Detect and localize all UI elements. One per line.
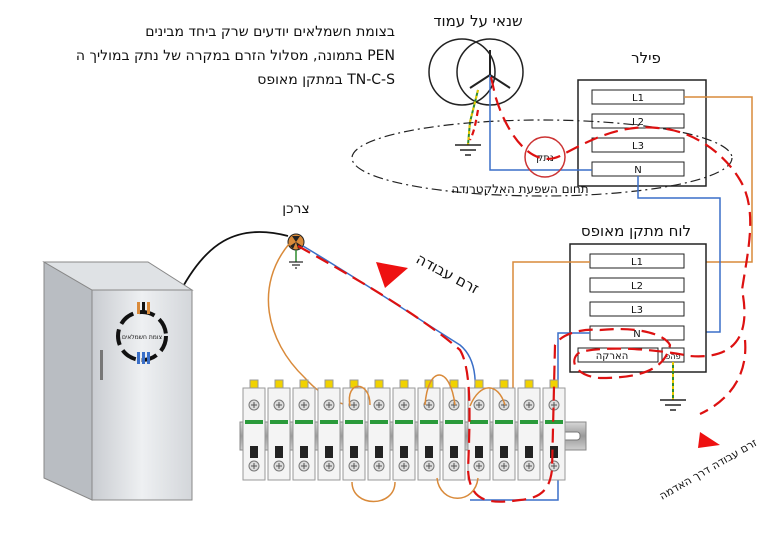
panel-terminal-l2: L2 [589, 277, 685, 293]
top-jumper-2 [424, 374, 456, 406]
top-jumper-1 [348, 385, 371, 407]
break-label: נתק [536, 153, 554, 164]
cabinet-logo: צומת חשמלאים [116, 302, 168, 364]
cabinet-logo-text: צומת חשמלאים [122, 334, 163, 341]
description-line-2: בתמונה, מסלול הזרם במקרה של נתק במוליך ה… [76, 48, 395, 64]
svg-text:L1: L1 [631, 257, 643, 268]
consumer-panel: לוח מתקן מאופס L1 L2 L3 N הארקה פהפ [569, 222, 707, 411]
earth-current-path [699, 339, 747, 415]
svg-text:L2: L2 [632, 117, 644, 128]
fault-current-path [297, 71, 752, 503]
feeder-neutral-wire [637, 176, 721, 333]
breaker-module [467, 379, 491, 481]
svg-text:פהפ: פהפ [665, 352, 680, 361]
work-current-label: זרם עבודה [413, 250, 482, 298]
breaker-module [417, 379, 441, 481]
svg-text:N: N [634, 165, 641, 176]
breaker-module [242, 379, 266, 481]
breaker-module [292, 379, 316, 481]
breaker-group [242, 379, 566, 481]
cabinet-cable [179, 231, 289, 293]
breaker-module [317, 379, 341, 481]
description-text: בצומת חשמלאים יודעים שרק ביחד מבינים בתמ… [76, 24, 395, 88]
din-rail-breakers [239, 374, 587, 503]
svg-text:L1: L1 [632, 93, 644, 104]
feeder-phase-wire [684, 96, 753, 263]
breaker-module [517, 379, 541, 481]
top-jumper-3 [469, 387, 506, 407]
svg-text:N: N [633, 329, 640, 340]
cabinet-side [43, 261, 93, 501]
breaker-module [492, 379, 516, 481]
breaker-module [392, 379, 416, 481]
panel-ground-symbol [660, 399, 686, 411]
transformer-earth-wire-stripe [467, 89, 479, 146]
svg-text:הארקה: הארקה [596, 351, 629, 362]
description-line-1: בצומת חשמלאים יודעים שרק ביחד מבינים [145, 24, 395, 40]
transformer-label: שנאי על עמוד [433, 12, 522, 30]
pillar-terminal-l3: L3 [591, 137, 685, 153]
consumer-label: צרכן [282, 201, 309, 217]
svg-text:L3: L3 [632, 141, 644, 152]
switchboard-cabinet: צומת חשמלאים [42, 261, 194, 501]
consumer-ground-symbol [289, 261, 303, 269]
consumer-load: צרכן [282, 201, 310, 269]
panel-terminal-l3: L3 [589, 301, 685, 317]
pillar-terminal-l1: L1 [591, 89, 685, 105]
breaker-module [342, 379, 366, 481]
panel-label: לוח מתקן מאופס [581, 222, 691, 240]
description-line-3: במתקן מאופס TN-C-S [257, 72, 395, 88]
transformer-primary-coil [428, 38, 496, 106]
supply-neutral-wire [489, 75, 592, 171]
cabinet-handle [100, 350, 103, 380]
panel-terminal-l1: L1 [589, 253, 685, 269]
svg-text:L2: L2 [631, 281, 643, 292]
svg-text:L3: L3 [631, 305, 643, 316]
breaker-module [542, 379, 566, 481]
panel-terminal-n: N [589, 325, 685, 341]
earth-current-arrow [698, 432, 720, 448]
breaker-module [267, 379, 291, 481]
pole-transformer: שנאי על עמוד [428, 12, 524, 156]
pillar-terminal-n: N [591, 161, 685, 177]
pen-break-marker: נתק [524, 136, 566, 178]
electrode-zone-label: תחום השפעת האלקטרודה [451, 182, 588, 196]
bottom-jumper-1 [351, 481, 396, 503]
transformer-ground-symbol [455, 144, 481, 156]
pillar-label: פילר [631, 49, 661, 67]
electrode-zone-ellipse [351, 119, 733, 197]
breaker-module [367, 379, 391, 481]
cabinet-door [91, 289, 193, 501]
pillar-cabinet: פילר L1 L2 L3 N [577, 49, 707, 187]
star-winding-symbol [469, 50, 511, 89]
pillar-terminal-l2: L2 [591, 113, 685, 129]
bottom-jumper-2 [436, 477, 479, 499]
panel-to-breaker-phase-wire [512, 261, 590, 405]
work-current-arrow [376, 262, 408, 288]
electrode-influence-zone: תחום השפעת האלקטרודה [351, 119, 733, 197]
transformer-earth-current-path [469, 109, 480, 141]
